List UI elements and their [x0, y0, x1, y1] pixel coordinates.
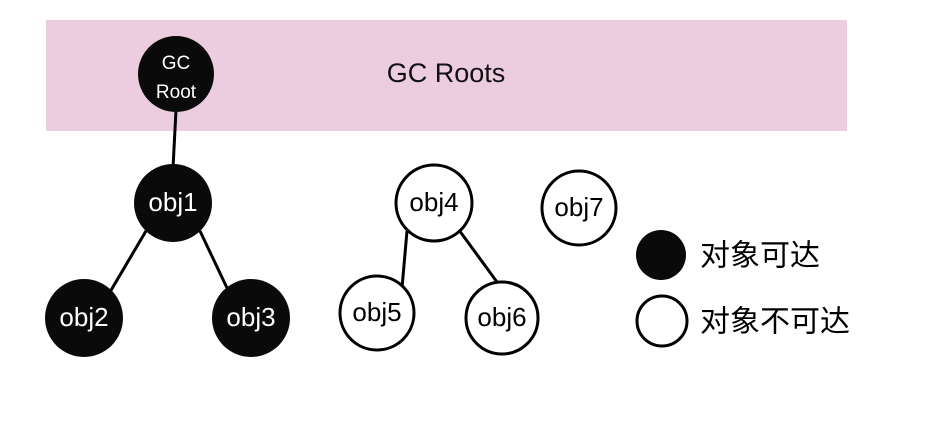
- edge-obj1-obj3: [198, 230, 230, 291]
- legend-label-unreachable: 对象不可达: [700, 305, 850, 340]
- node-obj1[interactable]: obj1: [134, 164, 212, 242]
- node-gcroot-label-line2: Root: [156, 82, 197, 103]
- legend-hollow-circle-icon: [635, 294, 689, 348]
- node-obj6-circle[interactable]: [464, 280, 540, 356]
- edge-gcroot-obj1: [171, 109, 178, 169]
- node-gcroot[interactable]: GC Root: [138, 36, 214, 112]
- node-obj5-label: obj5: [352, 297, 401, 327]
- node-obj3-label: obj3: [226, 302, 275, 332]
- node-obj5[interactable]: obj5: [338, 274, 416, 352]
- node-obj1-circle[interactable]: [134, 164, 212, 242]
- node-obj7-label: obj7: [554, 192, 603, 222]
- node-obj6[interactable]: obj6: [464, 280, 540, 356]
- node-obj4-circle[interactable]: [394, 163, 474, 243]
- edge-obj1-obj2: [108, 230, 148, 293]
- node-obj5-circle[interactable]: [338, 274, 416, 352]
- legend-filled-circle-icon: [636, 230, 686, 280]
- node-obj4[interactable]: obj4: [394, 163, 474, 243]
- edge-obj4-obj6: [457, 229, 499, 283]
- node-obj7-circle[interactable]: [540, 169, 618, 247]
- node-obj3[interactable]: obj3: [212, 279, 290, 357]
- node-obj1-label: obj1: [148, 187, 197, 217]
- node-gcroot-circle[interactable]: [138, 36, 214, 112]
- node-obj3-circle[interactable]: [212, 279, 290, 357]
- node-obj2-circle[interactable]: [45, 279, 123, 357]
- node-gcroot-label-line1: GC: [162, 53, 191, 74]
- legend-item-reachable: 对象可达: [636, 230, 820, 280]
- edge-group: [108, 109, 499, 293]
- gc-roots-banner-label: GC Roots: [387, 58, 506, 88]
- node-obj2[interactable]: obj2: [45, 279, 123, 357]
- legend: 对象可达 对象不可达: [635, 230, 850, 348]
- node-obj2-label: obj2: [59, 302, 108, 332]
- node-obj6-label: obj6: [477, 302, 526, 332]
- legend-item-unreachable: 对象不可达: [635, 294, 850, 348]
- legend-label-reachable: 对象可达: [700, 239, 820, 274]
- node-obj7[interactable]: obj7: [540, 169, 618, 247]
- node-obj4-label: obj4: [409, 187, 458, 217]
- edge-obj4-obj5: [400, 230, 409, 289]
